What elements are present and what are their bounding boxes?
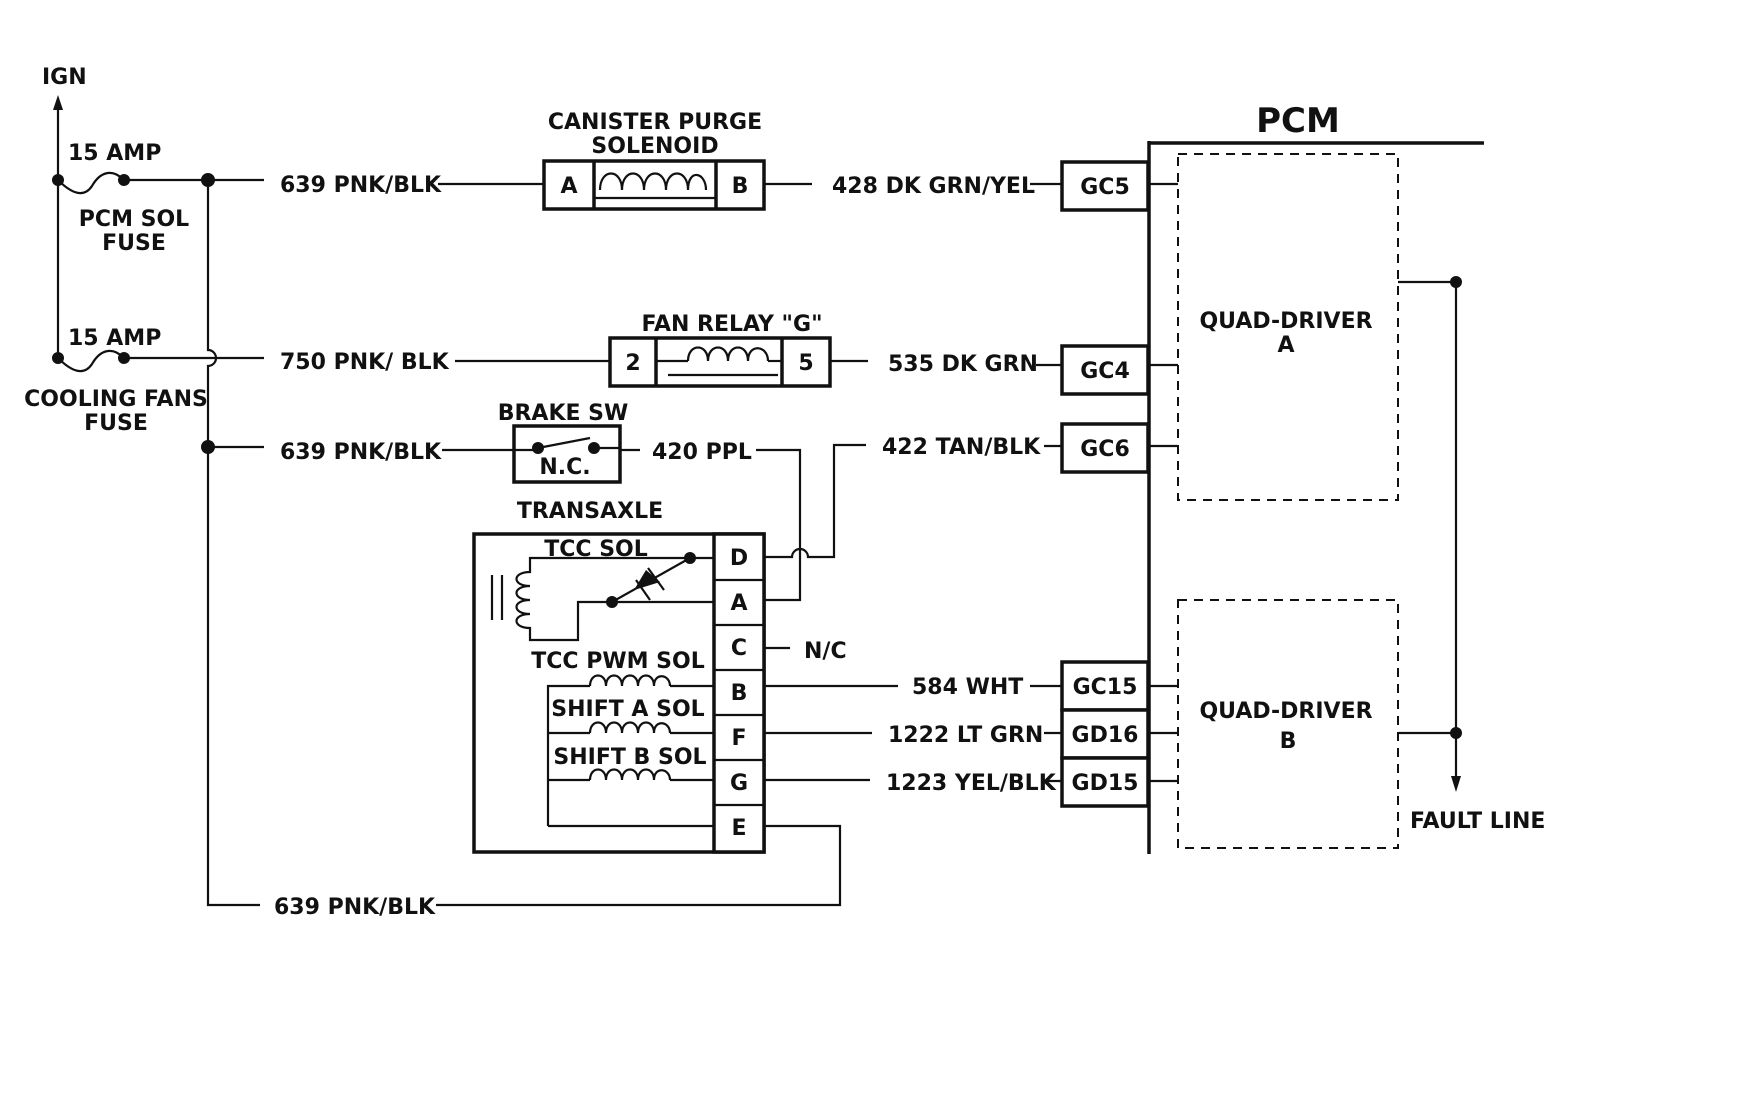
canister-purge-solenoid: 639 PNK/BLK CANISTER PURGE SOLENOID A B … — [280, 110, 1062, 211]
svg-text:FUSE: FUSE — [102, 231, 166, 256]
svg-text:G: G — [730, 771, 748, 796]
svg-text:COOLING FANS: COOLING FANS — [24, 387, 208, 412]
svg-text:F: F — [731, 726, 746, 751]
cooling-fans-fuse: 15 AMP COOLING FANS FUSE — [24, 326, 208, 436]
svg-text:QUAD-DRIVER: QUAD-DRIVER — [1199, 699, 1372, 724]
fault-line-arrow — [1451, 776, 1461, 792]
pcm-title: PCM — [1256, 101, 1340, 141]
wire-label: 639 PNK/BLK — [280, 173, 442, 198]
brake-switch: 639 PNK/BLK BRAKE SW N.C. 420 PPL — [280, 401, 802, 602]
svg-text:B: B — [732, 174, 749, 199]
pcm: PCM GC5 GC4 GC6 GC15 GD16 GD15 QUAD-DRIV… — [1060, 101, 1545, 854]
svg-text:GC6: GC6 — [1080, 437, 1130, 462]
svg-text:SHIFT B SOL: SHIFT B SOL — [553, 745, 706, 770]
svg-text:FAULT LINE: FAULT LINE — [1410, 809, 1545, 834]
svg-text:D: D — [730, 546, 748, 571]
quad-driver-b — [1177, 599, 1399, 849]
wire-label: 420 PPL — [652, 440, 752, 465]
tcc-solenoid: TCC SOL — [490, 537, 714, 642]
quad-driver-a — [1177, 153, 1399, 501]
svg-text:GC15: GC15 — [1073, 675, 1138, 700]
transaxle: TRANSAXLE D A C B F G E TCC SOL — [436, 499, 1062, 907]
svg-text:15 AMP: 15 AMP — [68, 141, 161, 166]
svg-text:A: A — [730, 591, 747, 616]
svg-text:E: E — [731, 816, 746, 841]
svg-text:2: 2 — [625, 351, 640, 376]
wire-label: 535 DK GRN — [888, 352, 1038, 377]
svg-text:FAN RELAY "G": FAN RELAY "G" — [641, 312, 822, 337]
svg-text:PCM SOL: PCM SOL — [79, 207, 189, 232]
svg-text:N.C.: N.C. — [539, 455, 590, 480]
power-feed: IGN 15 AMP PCM SOL FUSE 15 AMP COOLING F… — [24, 65, 264, 907]
svg-text:QUAD-DRIVER: QUAD-DRIVER — [1199, 309, 1372, 334]
svg-text:15 AMP: 15 AMP — [68, 326, 161, 351]
svg-text:GD15: GD15 — [1072, 771, 1139, 796]
svg-text:C: C — [731, 636, 747, 661]
wire-label: N/C — [804, 639, 847, 664]
svg-text:GC5: GC5 — [1080, 175, 1130, 200]
svg-text:TCC PWM SOL: TCC PWM SOL — [531, 649, 704, 674]
wire-label: 750 PNK/ BLK — [280, 350, 450, 375]
wire-422: 422 TAN/BLK — [762, 435, 1062, 559]
svg-text:A: A — [560, 174, 577, 199]
wire-label: 639 PNK/BLK — [280, 440, 442, 465]
wire-label: 1223 YEL/BLK — [886, 771, 1057, 796]
wire-label: 428 DK GRN/YEL — [832, 174, 1035, 199]
svg-text:B: B — [1280, 729, 1297, 754]
ign-arrow — [53, 95, 63, 110]
wire-label: 639 PNK/BLK — [274, 895, 436, 920]
svg-text:GD16: GD16 — [1072, 723, 1139, 748]
svg-text:TRANSAXLE: TRANSAXLE — [517, 499, 663, 524]
svg-text:FUSE: FUSE — [84, 411, 148, 436]
svg-text:SOLENOID: SOLENOID — [591, 134, 718, 159]
pcm-connectors: GC5 GC4 GC6 GC15 GD16 GD15 — [1060, 160, 1150, 808]
svg-text:B: B — [731, 681, 748, 706]
svg-text:CANISTER PURGE: CANISTER PURGE — [548, 110, 762, 135]
svg-text:BRAKE SW: BRAKE SW — [498, 401, 629, 426]
wire-label: 422 TAN/BLK — [882, 435, 1041, 460]
fault-line: FAULT LINE — [1398, 276, 1545, 834]
ign-label: IGN — [42, 65, 87, 90]
svg-text:SHIFT A SOL: SHIFT A SOL — [551, 697, 704, 722]
pcm-sol-fuse: 15 AMP PCM SOL FUSE — [52, 141, 189, 256]
svg-text:GC4: GC4 — [1080, 359, 1130, 384]
wire-label: 584 WHT — [912, 675, 1023, 700]
fan-relay-g: 750 PNK/ BLK FAN RELAY "G" 2 5 535 DK GR… — [280, 312, 1062, 388]
svg-text:5: 5 — [798, 351, 813, 376]
wire-label: 1222 LT GRN — [888, 723, 1043, 748]
svg-text:A: A — [1277, 333, 1294, 358]
pwm-shift-solenoids: TCC PWM SOL SHIFT A SOL SHIFT B SOL — [531, 649, 714, 828]
